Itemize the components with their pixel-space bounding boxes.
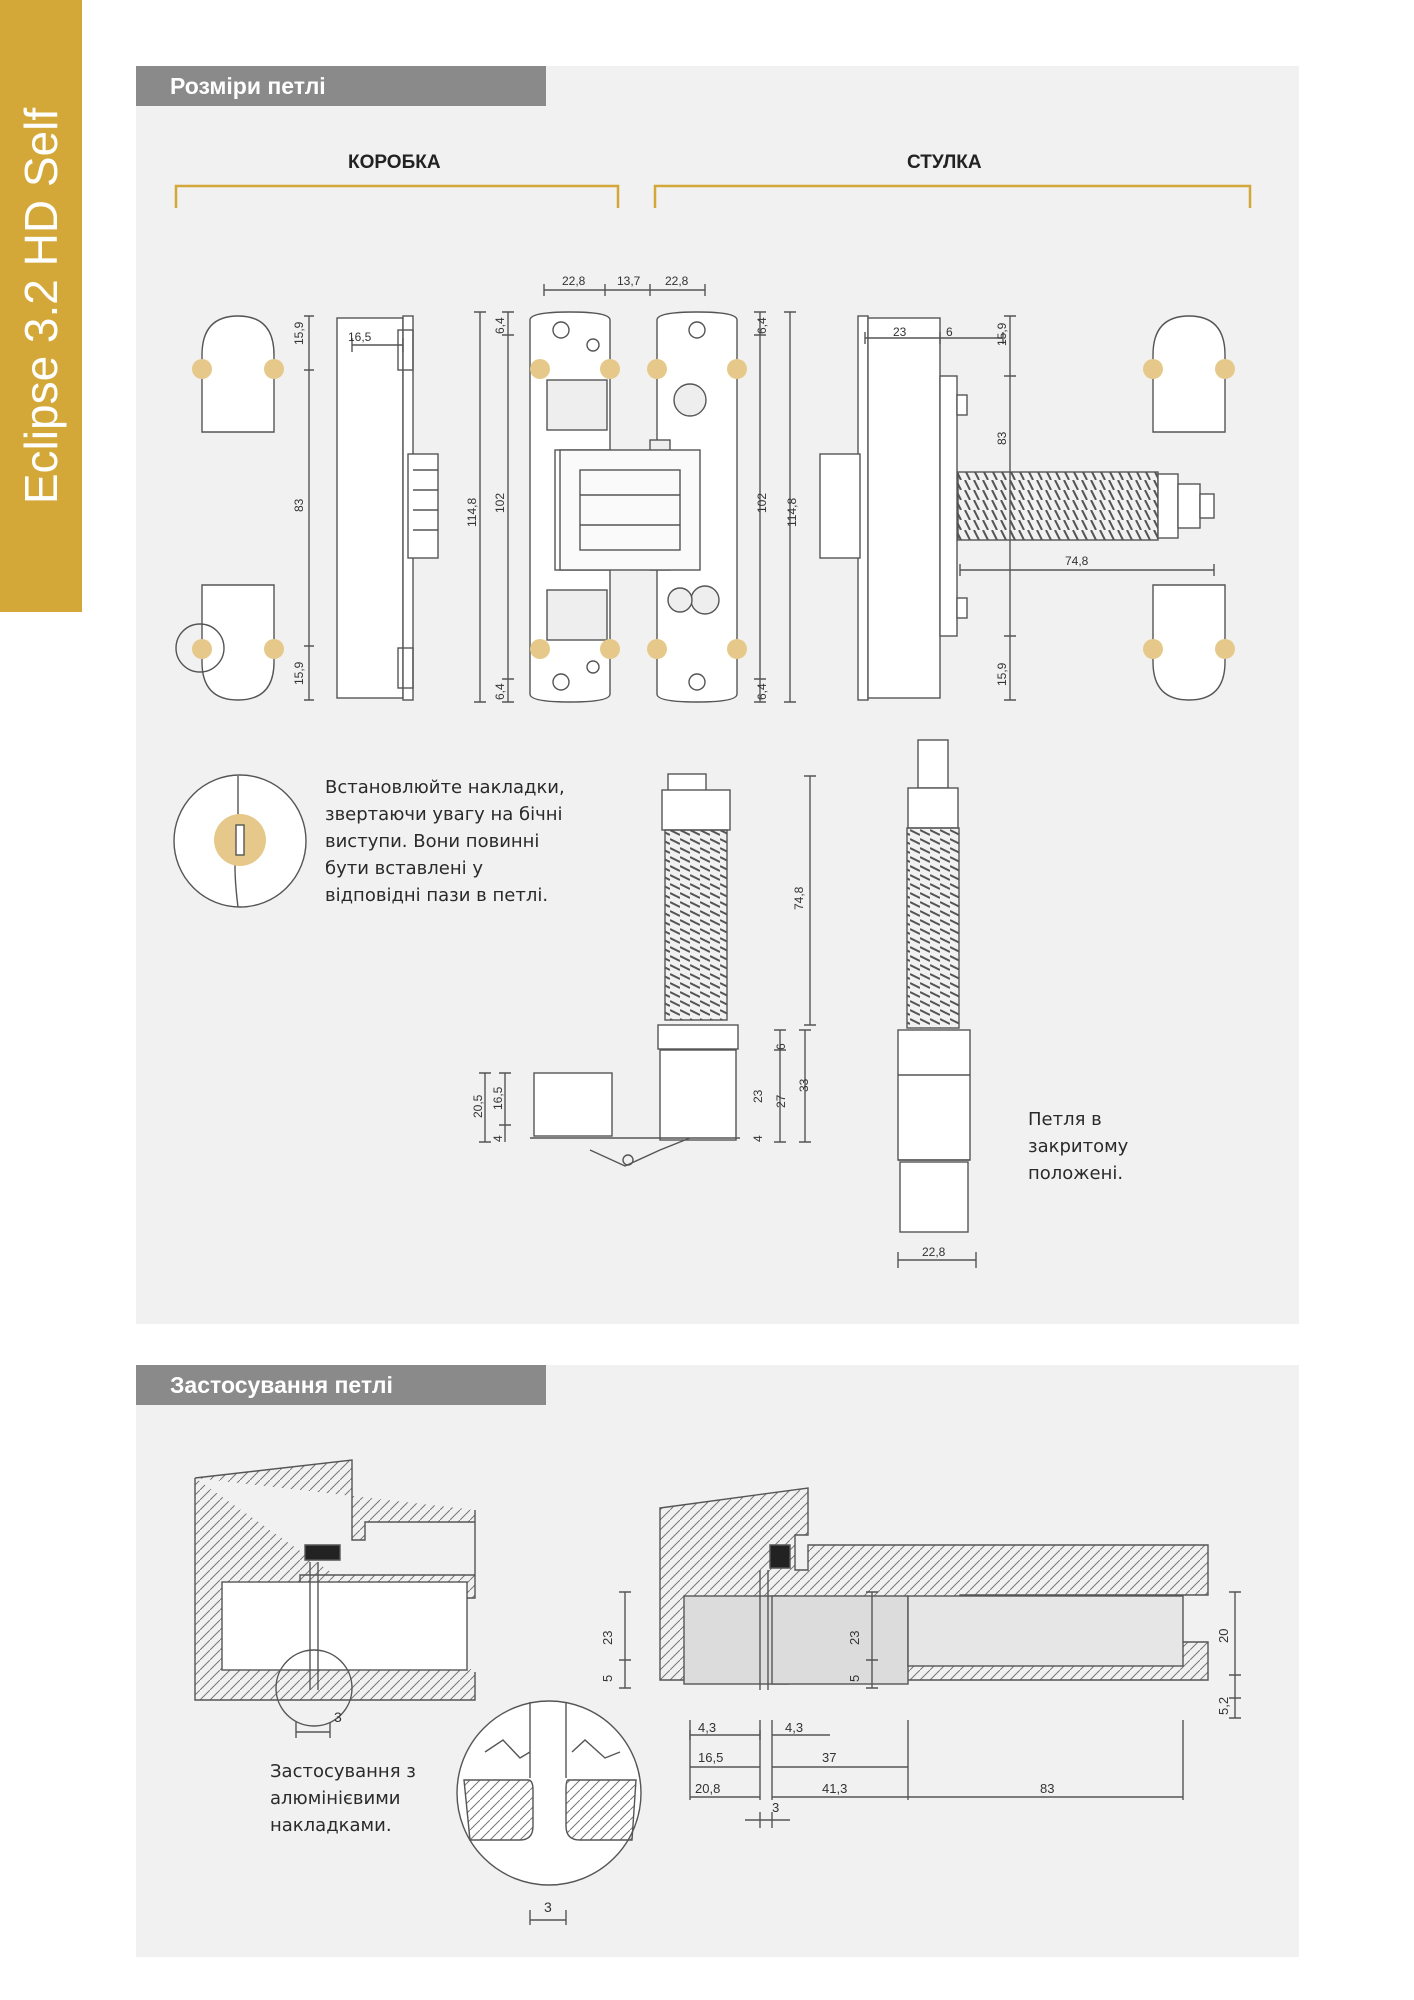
hinge-linkage	[559, 449, 701, 571]
svg-text:74,8: 74,8	[792, 886, 806, 910]
svg-text:22,8: 22,8	[562, 274, 586, 288]
svg-text:20: 20	[1216, 1629, 1231, 1643]
door-cap-top	[1143, 315, 1235, 433]
frame-bracket	[174, 184, 620, 208]
spring-closed-view	[897, 739, 977, 1268]
svg-text:4,3: 4,3	[785, 1720, 803, 1735]
svg-text:41,3: 41,3	[822, 1781, 847, 1796]
svg-text:23: 23	[847, 1631, 862, 1645]
svg-text:13,7: 13,7	[617, 274, 641, 288]
application-dimension-lines	[619, 1591, 1241, 1828]
install-note: Встановлюйте накладки, звертаючи увагу н…	[325, 777, 565, 906]
door-cap-bottom	[1143, 584, 1235, 701]
svg-text:4: 4	[491, 1135, 505, 1142]
svg-text:5: 5	[847, 1675, 862, 1682]
svg-text:6,4: 6,4	[755, 683, 769, 700]
svg-text:4: 4	[751, 1135, 765, 1142]
svg-text:16,5: 16,5	[491, 1086, 505, 1110]
svg-text:6,4: 6,4	[493, 317, 507, 334]
svg-text:114,8: 114,8	[465, 498, 479, 527]
dimensions-drawing: 16,5 15,9 83 15,9 22,8 13,7 22,8	[173, 184, 1252, 1268]
sidebar-tab	[0, 0, 82, 612]
cap-detail-circle	[173, 774, 307, 908]
svg-text:20,8: 20,8	[695, 1781, 720, 1796]
door-label: СТУЛКА	[907, 152, 982, 173]
svg-text:6,4: 6,4	[493, 683, 507, 700]
application-title: Застосування петлі	[136, 1365, 546, 1405]
svg-text:16,5: 16,5	[348, 330, 372, 344]
aluminium-note: Застосування з алюмінієвими накладками.	[270, 1761, 416, 1836]
svg-text:37: 37	[822, 1750, 836, 1765]
svg-text:16,5: 16,5	[698, 1750, 723, 1765]
svg-text:5,2: 5,2	[1216, 1697, 1231, 1715]
dimensions-title: Розміри петлі	[136, 66, 546, 106]
frame-cap-bottom	[175, 584, 284, 701]
door-bracket	[653, 184, 1252, 208]
installation-section-right	[659, 1487, 1209, 1690]
installation-section-left	[194, 1459, 476, 1738]
svg-text:23: 23	[600, 1631, 615, 1645]
door-side-view	[819, 315, 1215, 701]
svg-text:83: 83	[995, 431, 1009, 445]
svg-text:3: 3	[772, 1800, 779, 1815]
svg-text:15,9: 15,9	[995, 662, 1009, 686]
closed-position-note: Петля в закритому положені.	[1028, 1109, 1129, 1184]
svg-text:33: 33	[797, 1078, 811, 1092]
svg-text:22,8: 22,8	[922, 1245, 946, 1259]
svg-text:6: 6	[946, 325, 953, 339]
svg-text:102: 102	[493, 493, 507, 513]
svg-text:22,8: 22,8	[665, 274, 689, 288]
svg-text:23: 23	[751, 1089, 765, 1103]
svg-text:23: 23	[893, 325, 907, 339]
svg-text:114,8: 114,8	[785, 498, 799, 527]
svg-text:6: 6	[774, 1043, 788, 1050]
frame-cap-top	[192, 315, 284, 433]
svg-text:74,8: 74,8	[1065, 554, 1089, 568]
svg-text:4,3: 4,3	[698, 1720, 716, 1735]
svg-text:15,9: 15,9	[292, 661, 306, 685]
svg-text:6,4: 6,4	[755, 317, 769, 334]
svg-text:3: 3	[334, 1709, 342, 1725]
svg-text:83: 83	[292, 498, 306, 512]
frame-side-view	[304, 315, 439, 701]
svg-text:5: 5	[600, 1675, 615, 1682]
magnified-detail	[456, 1700, 642, 1925]
svg-text:102: 102	[755, 493, 769, 513]
svg-text:3: 3	[544, 1899, 552, 1915]
svg-text:20,5: 20,5	[471, 1094, 485, 1118]
svg-text:27: 27	[774, 1094, 788, 1108]
spring-open-view	[479, 773, 816, 1167]
svg-text:83: 83	[1040, 1781, 1054, 1796]
frame-label: КОРОБКА	[348, 152, 441, 173]
svg-text:15,9: 15,9	[292, 321, 306, 345]
svg-text:15,9: 15,9	[995, 322, 1009, 346]
